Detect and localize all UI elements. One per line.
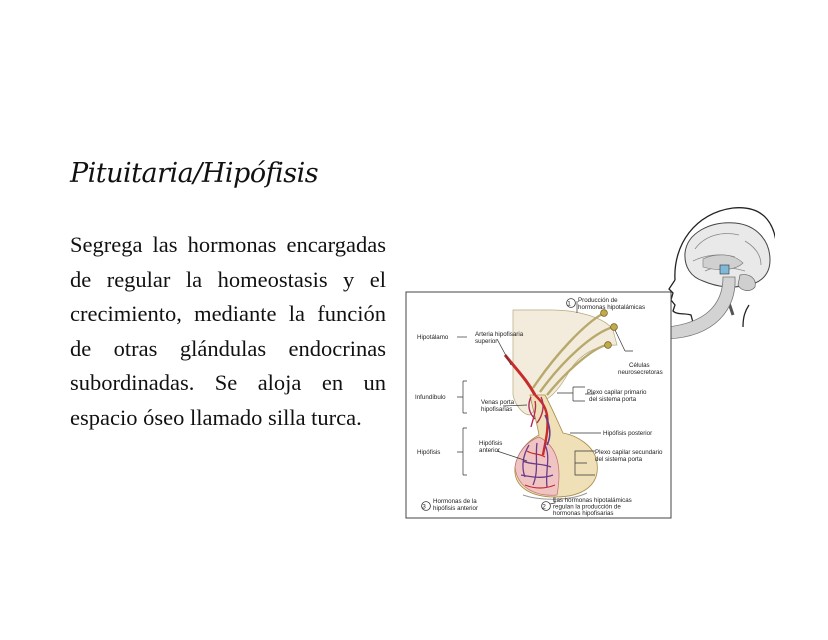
label-hipofisis-anterior-2: anterior: [479, 447, 500, 454]
label-plexo-primario: Plexo capilar primario: [587, 389, 647, 396]
label-plexo-primario-2: del sistema porta: [589, 396, 637, 403]
label-hipofisis-posterior: Hipófisis posterior: [603, 430, 652, 437]
page-title: Pituitaria/Hipófisis: [70, 158, 319, 189]
pituitary-diagram: 1 2 3 Hipotálamo Infundíbulo Hipófisis A…: [405, 207, 775, 519]
pituitary-figure: 1 2 3 Hipotálamo Infundíbulo Hipófisis A…: [405, 205, 775, 525]
label-produccion: Producción de: [578, 297, 618, 304]
right-leaders: [544, 301, 633, 506]
label-arteria: Arteria hipofisaria: [475, 331, 524, 338]
label-venas: Venas porta: [481, 399, 515, 406]
head-outline-icon: [668, 207, 775, 331]
label-hormonas: Hormonas de la: [433, 498, 477, 505]
label-hipofisis: Hipófisis: [417, 449, 440, 456]
left-brackets: [457, 336, 528, 476]
step-markers: [421, 298, 576, 511]
label-regulan-2: regulan la producción de: [553, 504, 621, 511]
label-hipotalamo: Hipotálamo: [417, 334, 449, 341]
hypothalamus-area: [512, 309, 618, 416]
marker-3: 3: [422, 503, 426, 510]
label-regulan-3: hormonas hipofisarias: [553, 510, 614, 517]
label-infundibulo: Infundíbulo: [415, 394, 446, 401]
marker-2: 2: [542, 503, 546, 510]
label-plexo-secundario: Plexo capilar secundario: [595, 449, 663, 456]
body-paragraph: Segrega las hormonas encargadas de regul…: [70, 232, 386, 430]
label-venas-2: hipofisarias: [481, 406, 512, 413]
label-hormonas-2: hipófisis anterior: [433, 505, 478, 512]
marker-1: 1: [567, 300, 571, 307]
label-regulan: Las hormonas hipotalámicas: [553, 497, 632, 504]
label-plexo-secundario-2: del sistema porta: [595, 456, 643, 463]
label-hipofisis-anterior: Hipófisis: [479, 440, 502, 447]
label-celulas-2: neurosecretoras: [618, 369, 663, 376]
label-arteria-2: superior: [475, 338, 497, 345]
label-produccion-2: hormonas hipotalámicas: [578, 304, 645, 311]
label-celulas: Células: [629, 362, 650, 369]
